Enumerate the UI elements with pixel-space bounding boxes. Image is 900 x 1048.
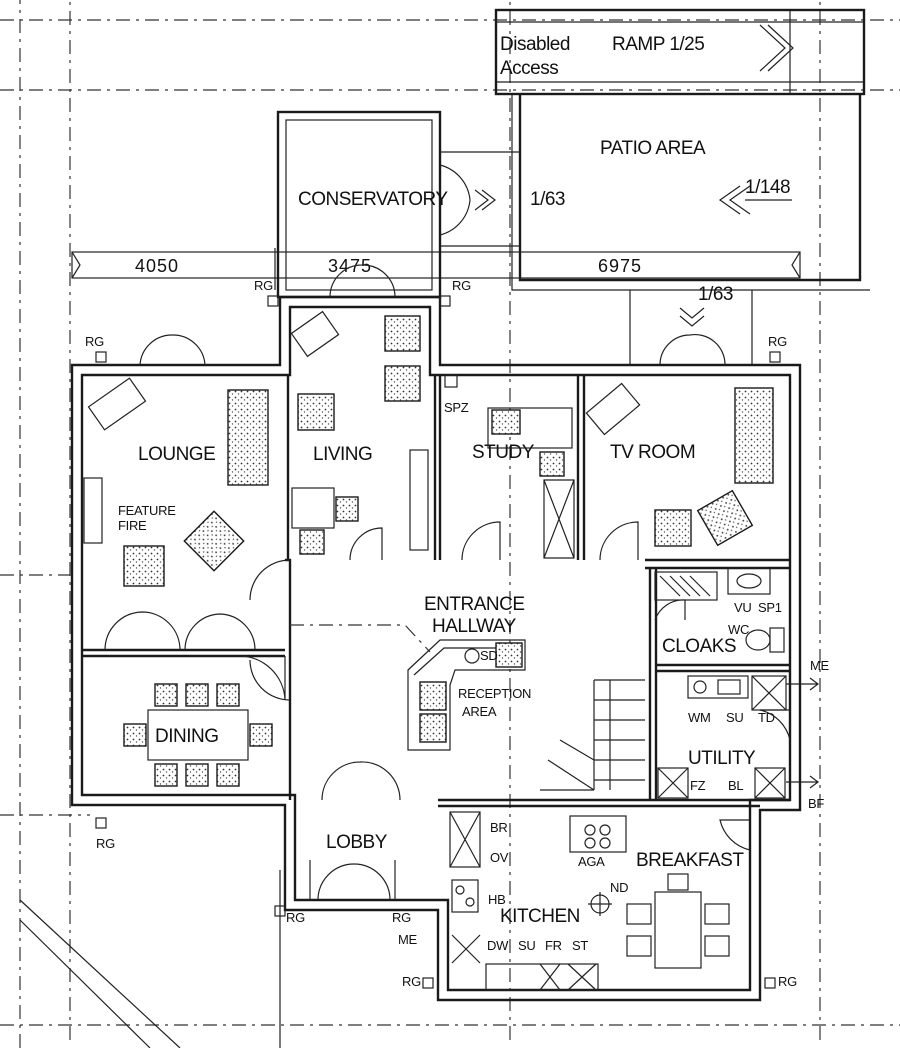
wm-label: WM — [688, 710, 711, 725]
dimension-right: 6975 — [598, 256, 642, 276]
me-kitchen-label: ME — [398, 932, 418, 947]
utility-label: UTILITY — [688, 748, 756, 769]
breakfast-label: BREAKFAST — [636, 850, 744, 871]
conservatory-door-slope: 1/63 — [530, 189, 565, 210]
ramp-label-disabled: Disabled — [500, 34, 570, 55]
lobby: LOBBY — [309, 761, 401, 901]
rg-marker-9: RG — [778, 974, 797, 989]
entrance-label-1: ENTRANCE — [424, 594, 525, 615]
ov-label: OV — [490, 850, 509, 865]
aga-label: AGA — [578, 854, 605, 869]
dimension-middle: 3475 — [328, 256, 372, 276]
ramp-label-access: Access — [500, 58, 558, 79]
rg-marker-3: RG — [85, 334, 104, 349]
reception-label-2: AREA — [462, 704, 497, 719]
rg-marker-2: RG — [452, 278, 471, 293]
reception-label-1: RECEPTION — [458, 686, 531, 701]
disabled-ramp: Disabled Access RAMP 1/25 — [494, 8, 866, 96]
spz-label: SPZ — [444, 400, 469, 415]
nd-label: ND — [610, 880, 628, 895]
dimension-line: 4050 3475 6975 — [71, 248, 801, 290]
conservatory: CONSERVATORY 1/63 — [276, 110, 565, 299]
conservatory-label: CONSERVATORY — [298, 189, 448, 210]
lounge: LOUNGE FEATURE FIRE — [83, 334, 269, 651]
tv-room: TV ROOM 1/63 — [585, 284, 774, 561]
lounge-label: LOUNGE — [138, 444, 215, 465]
br-label: BR — [490, 820, 507, 835]
entrance-label-2: HALLWAY — [432, 616, 517, 637]
su-utility-label: SU — [726, 710, 743, 725]
patio-area: PATIO AREA 1/148 — [511, 94, 870, 291]
rainwater-gullies: RG RG RG RG RG RG RG RG RG ME — [85, 278, 797, 989]
lobby-label: LOBBY — [326, 832, 388, 853]
me-utility-label: ME — [810, 658, 830, 673]
fr-label: FR — [545, 938, 562, 953]
living: LIVING — [290, 310, 429, 561]
wc-label: WC — [728, 622, 749, 637]
site-boundary — [19, 870, 281, 1048]
fz-label: FZ — [690, 778, 706, 793]
study: STUDY SPZ — [444, 374, 575, 561]
rg-marker-1: RG — [254, 278, 273, 293]
kitchen-label: KITCHEN — [500, 906, 580, 927]
dimension-left: 4050 — [135, 256, 179, 276]
utility: UTILITY WM SU TD FZ BL ME BF — [657, 658, 830, 811]
feature-fire-label-1: FEATURE — [118, 503, 176, 518]
study-label: STUDY — [472, 442, 535, 463]
entrance-hallway: ENTRANCE HALLWAY SD RECEPTION AREA — [249, 559, 645, 791]
bf-label: BF — [808, 796, 824, 811]
living-label: LIVING — [313, 444, 372, 465]
dining-label: DINING — [155, 726, 219, 747]
dining: DINING — [123, 655, 286, 787]
st-label: ST — [572, 938, 588, 953]
vu-label: VU — [734, 600, 751, 615]
rg-marker-5: RG — [96, 836, 115, 851]
kitchen-breakfast: BREAKFAST KITCHEN BR OV AGA HB ND DW SU … — [449, 811, 751, 991]
rg-marker-7: RG — [392, 910, 411, 925]
rg-marker-8: RG — [402, 974, 421, 989]
sp1-label: SP1 — [758, 600, 782, 615]
dw-label: DW — [487, 938, 509, 953]
cloaks: CLOAKS VU SP1 WC — [654, 567, 785, 657]
rg-marker-4: RG — [768, 334, 787, 349]
feature-fire-label-2: FIRE — [118, 518, 147, 533]
sd-label: SD — [480, 648, 497, 663]
patio-slope-label: 1/148 — [745, 177, 790, 198]
patio-label: PATIO AREA — [600, 138, 706, 159]
tv-room-label: TV ROOM — [610, 442, 695, 463]
rg-marker-6: RG — [286, 910, 305, 925]
bl-label: BL — [728, 778, 743, 793]
cloaks-label: CLOAKS — [662, 636, 736, 657]
su-kitchen-label: SU — [518, 938, 535, 953]
tv-door-slope: 1/63 — [698, 284, 733, 305]
ramp-label-slope: RAMP 1/25 — [612, 34, 704, 55]
hb-label: HB — [488, 892, 505, 907]
